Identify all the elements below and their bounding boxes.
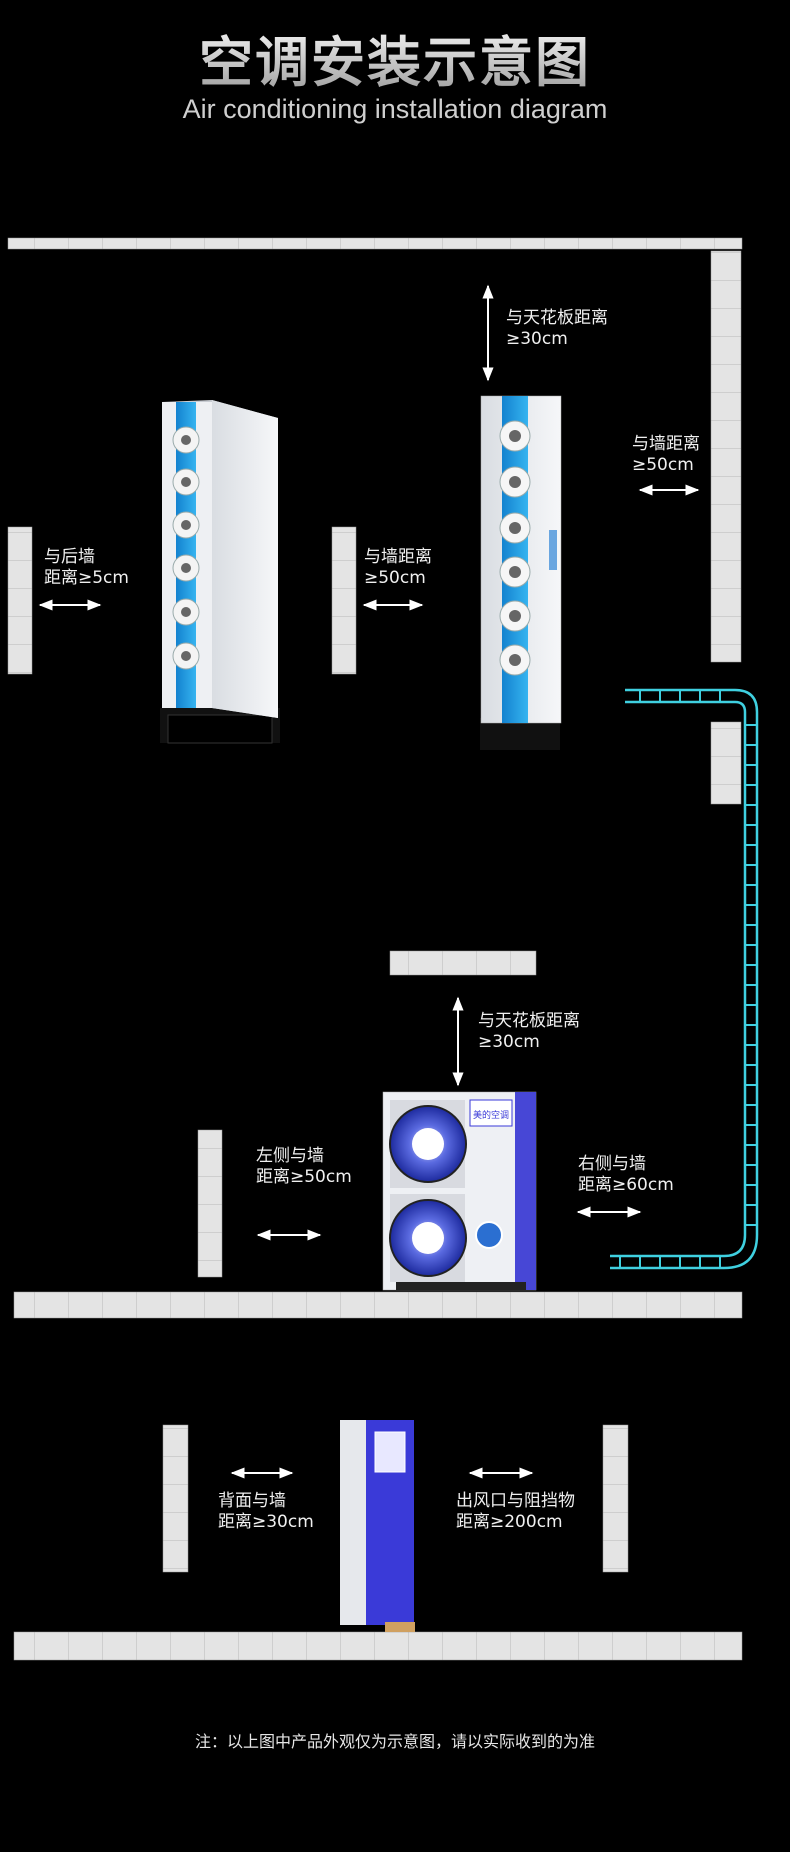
indoor-unit-front bbox=[480, 395, 562, 750]
pipe-rungs bbox=[619, 690, 757, 1268]
outdoor-unit-side bbox=[340, 1420, 415, 1632]
bottom-right-wall bbox=[602, 1424, 629, 1573]
back-wall-left bbox=[7, 526, 33, 675]
bottom-left-wall bbox=[162, 1424, 189, 1573]
label-indoor-ceiling: 与天花板距离≥30cm bbox=[506, 308, 608, 349]
page-title: 空调安装示意图 bbox=[0, 18, 790, 97]
bottom-floor bbox=[13, 1631, 743, 1661]
refrigerant-pipe bbox=[610, 688, 759, 1270]
label-outdoor-right-wall: 右侧与墙距离≥60cm bbox=[578, 1154, 674, 1195]
right-wall-upper bbox=[710, 250, 742, 663]
label-indoor-side-wall: 与墙距离≥50cm bbox=[364, 547, 432, 588]
middle-floor bbox=[13, 1291, 743, 1319]
outdoor-left-wall bbox=[197, 1129, 223, 1278]
footer-note: 注：以上图中产品外观仅为示意图，请以实际收到的为准 bbox=[194, 1732, 595, 1751]
label-indoor-right-wall: 与墙距离≥50cm bbox=[632, 434, 700, 475]
indoor-unit-angled bbox=[160, 400, 280, 744]
label-outdoor-ceiling: 与天花板距离≥30cm bbox=[478, 1011, 580, 1052]
label-outdoor-outlet: 出风口与阻挡物距离≥200cm bbox=[456, 1491, 575, 1532]
label-outdoor-left-wall: 左侧与墙距离≥50cm bbox=[256, 1146, 352, 1187]
outdoor-ceiling-wall bbox=[389, 950, 537, 976]
outdoor-logo-text: 美的空调 bbox=[473, 1109, 509, 1121]
label-outdoor-back-wall: 背面与墙距离≥30cm bbox=[218, 1491, 314, 1532]
ceiling-wall bbox=[7, 237, 743, 250]
side-wall-middle bbox=[331, 526, 357, 675]
outdoor-unit: 美的空调 bbox=[382, 1091, 537, 1291]
label-indoor-back-wall: 与后墙距离≥5cm bbox=[44, 547, 129, 588]
page-subtitle: Air conditioning installation diagram bbox=[182, 94, 608, 124]
right-wall-lower bbox=[710, 721, 742, 805]
